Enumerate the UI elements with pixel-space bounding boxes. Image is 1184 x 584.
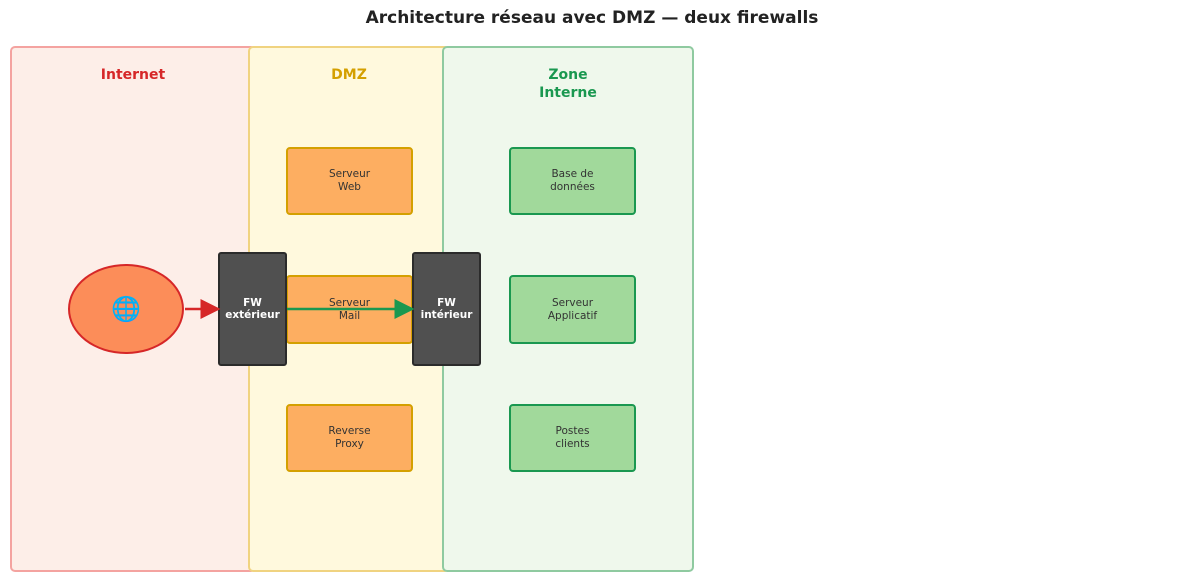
diagram-title: Architecture réseau avec DMZ — deux fire… xyxy=(365,8,819,28)
dmz-server-web: Serveur Web xyxy=(286,147,413,215)
dmz-server-mail: Serveur Mail xyxy=(286,275,413,344)
firewall-exterior: FW extérieur xyxy=(218,252,287,366)
globe-icon: 🌐 xyxy=(111,295,141,323)
internal-database: Base de données xyxy=(509,147,636,215)
internet-node: 🌐 xyxy=(68,264,184,354)
internal-client-workstations: Postes clients xyxy=(509,404,636,472)
zone-dmz-label: DMZ xyxy=(331,67,367,83)
firewall-interior: FW intérieur xyxy=(412,252,481,366)
internal-app-server: Serveur Applicatif xyxy=(509,275,636,344)
dmz-reverse-proxy: Reverse Proxy xyxy=(286,404,413,472)
zone-internet-label: Internet xyxy=(100,67,166,83)
zone-interne-label: Zone Interne xyxy=(539,67,597,101)
